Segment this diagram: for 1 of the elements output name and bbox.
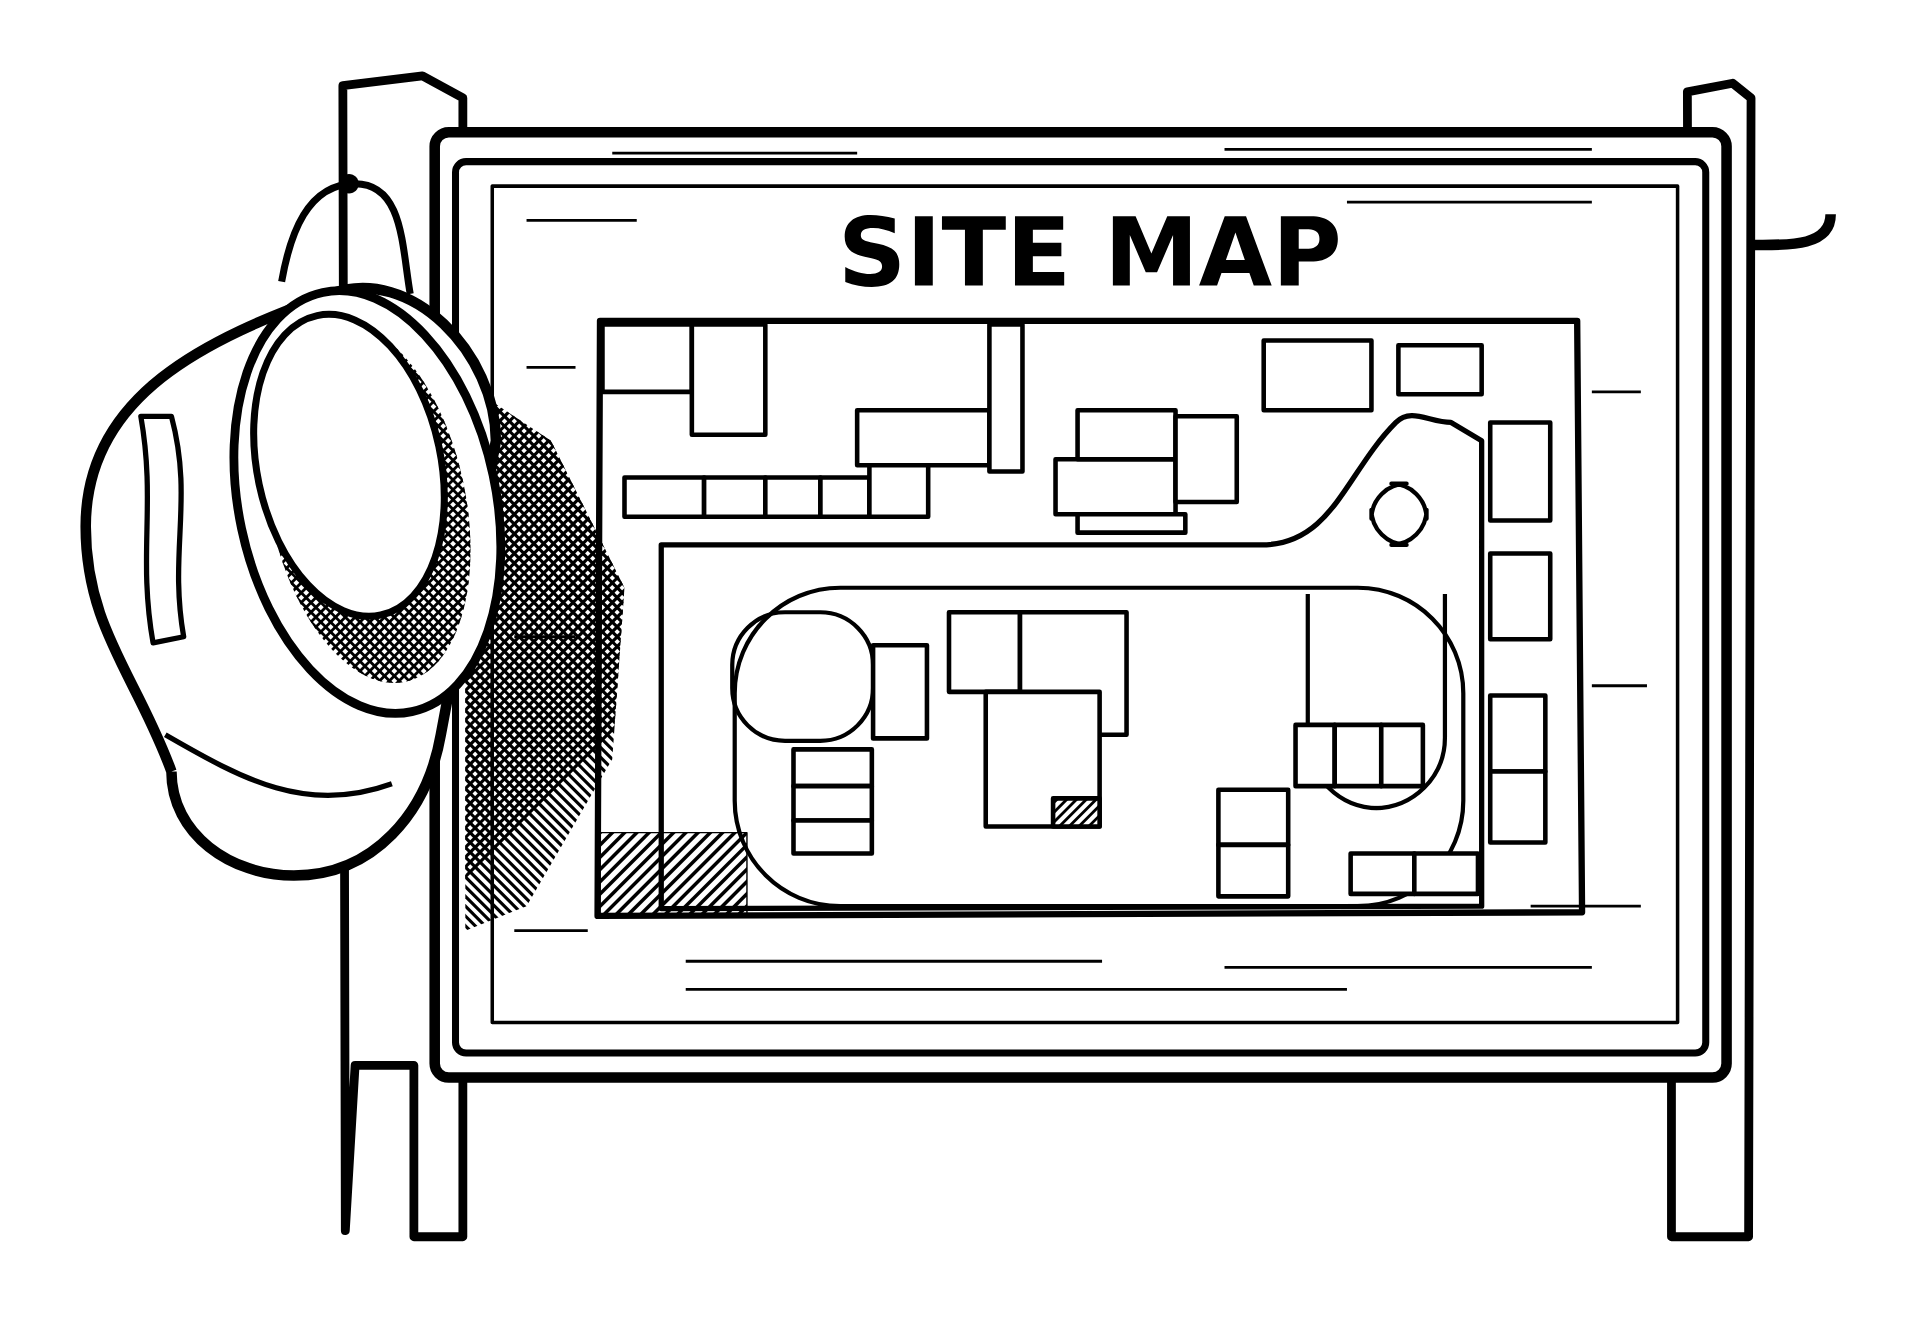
title: SITE MAP: [844, 215, 1338, 287]
